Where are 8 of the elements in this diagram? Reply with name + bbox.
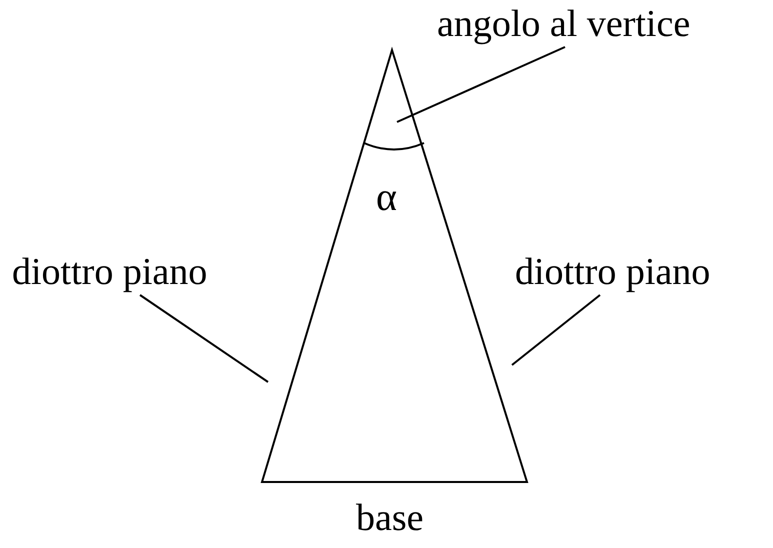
part-name: base [356,496,424,540]
part-name: diottro piano [515,250,710,294]
leader-line [396,46,566,123]
part-name: angolo al vertice [437,2,690,46]
leader-line [511,294,601,366]
part-name: diottro piano [12,250,208,294]
leader-line [139,294,269,383]
angle-symbol: α [376,175,397,219]
